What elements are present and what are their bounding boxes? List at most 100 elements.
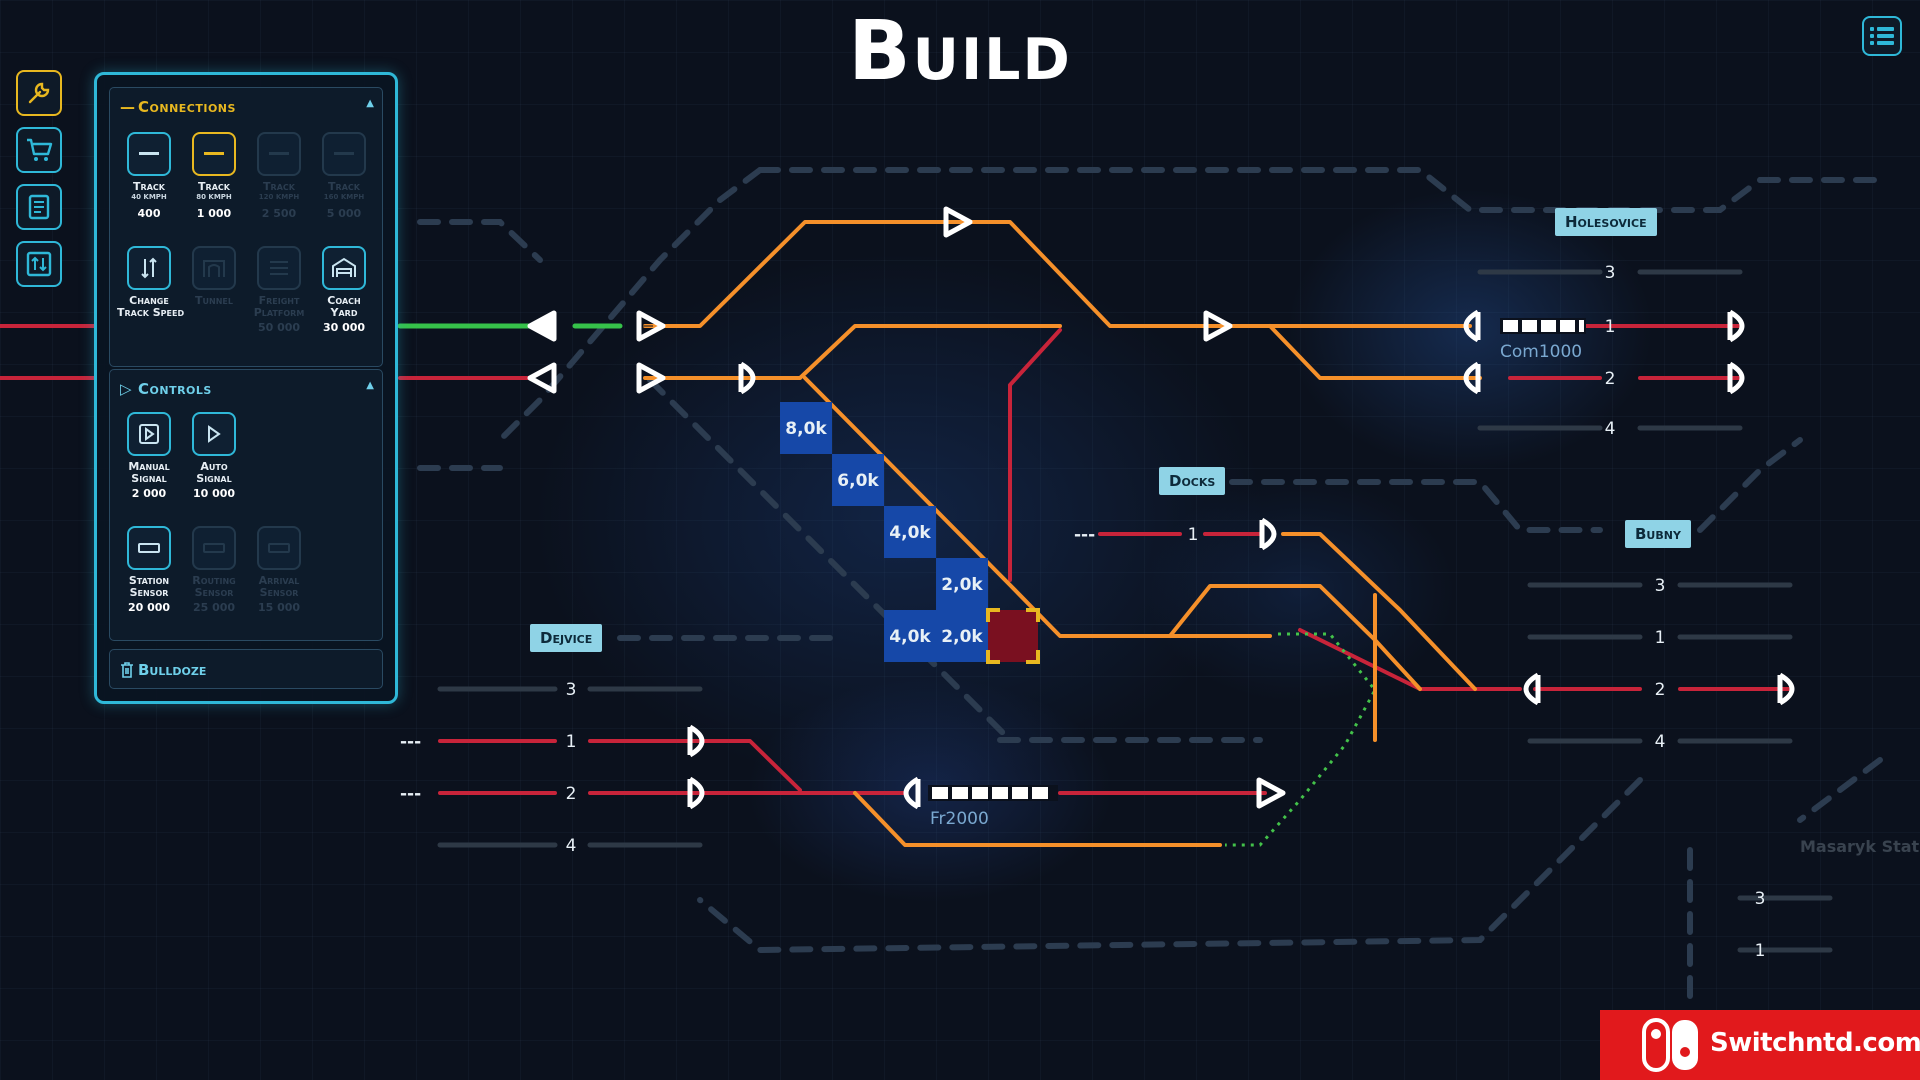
bulldoze-label: Bulldoze [138,661,207,679]
platform-number: 3 [1755,889,1766,909]
platform-number: 2 [1605,369,1616,389]
item-cost: 2 000 [131,487,167,500]
signal-right[interactable] [1256,777,1286,809]
region-outline [417,219,543,263]
watermark-text: Switchntd.com [1710,1028,1920,1058]
train-dejvice[interactable] [928,785,1058,801]
signal-right[interactable] [636,310,666,342]
train-holesovice[interactable] [1500,318,1586,334]
station-label-dejvice[interactable]: Dejvice [530,624,603,652]
build-panel: —Connections ▲ Track 40 KMPH 400 Track 8… [94,72,398,704]
routing-tool-button[interactable] [16,241,62,287]
platform-number: 1 [1605,317,1616,337]
platform-number: 1 [566,732,577,752]
platform-number: 3 [1605,263,1616,283]
build-tool-button[interactable] [16,70,62,116]
bulldoze-button[interactable]: Bulldoze [109,649,383,689]
item-label: Auto [200,460,228,473]
region-outline [757,167,1883,213]
routing-sensor-button[interactable]: Routing Sensor 25 000 [182,526,246,614]
cost-label: 4,0k [889,627,931,647]
schedule-tool-button[interactable] [16,184,62,230]
platform-track-inactive [1737,895,1833,953]
menu-button[interactable] [1862,16,1902,56]
buffer-stop[interactable] [1727,361,1745,395]
platform-number: 1 [1188,525,1199,545]
buffer-stop[interactable] [1463,361,1481,395]
chevron-up-icon[interactable]: ▲ [366,380,374,391]
chevron-up-icon[interactable]: ▲ [366,98,374,109]
buffer-stop[interactable] [1259,517,1277,551]
track-orange [643,220,1472,328]
buffer-stop[interactable] [687,776,705,810]
track-planned-dotted [1225,632,1377,847]
signal-right[interactable] [1203,310,1233,342]
track-orange [1168,584,1422,691]
cost-label: 6,0k [837,471,879,491]
item-label: Change [129,294,169,307]
item-cost: 400 [137,207,161,220]
buffer-stop[interactable] [1463,309,1481,343]
track-icon [139,152,159,155]
coach-yard-button[interactable]: Coach Yard 30 000 [312,246,376,334]
platform-number: 4 [566,836,577,856]
document-icon [28,194,50,220]
buffer-stop[interactable] [1777,672,1795,706]
console-logo-icon [1642,1018,1698,1072]
track-orange [853,791,1222,847]
freight-platform-button[interactable]: Freight Platform 50 000 [247,246,311,334]
tool-sidebar [16,70,62,298]
track-120-button[interactable]: Track 120 KMPH 2 500 [247,132,311,220]
station-label-bubny[interactable]: Bubny [1625,520,1691,548]
item-label-line2: Sensor [129,586,169,599]
shop-tool-button[interactable] [16,127,62,173]
station-sensor-button[interactable]: Station Sensor 20 000 [117,526,181,614]
tunnel-button[interactable]: Tunnel [182,246,246,307]
track-40-button[interactable]: Track 40 KMPH 400 [117,132,181,220]
arrival-sensor-button[interactable]: Arrival Sensor 15 000 [247,526,311,614]
region-outline [1697,437,1803,533]
coach-yard-icon [332,257,356,277]
station-label-holesovice[interactable]: Holesovice [1555,208,1657,236]
region-outline [647,377,1013,743]
signal-left[interactable] [527,362,557,394]
track-160-button[interactable]: Track 160 KMPH 5 000 [312,132,376,220]
change-track-speed-button[interactable]: Change Track Speed [117,246,184,319]
track-80-button[interactable]: Track 80 KMPH 1 000 [182,132,246,220]
track-stub-marker: --- [1074,525,1095,545]
buffer-stop[interactable] [903,776,921,810]
collapse-icon: — [120,98,136,116]
station-label-docks[interactable]: Docks [1159,467,1226,495]
build-cursor[interactable] [986,608,1040,664]
item-label-line2: Signal [131,472,167,485]
track-icon [269,152,289,155]
item-sublabel: 40 KMPH [131,193,167,201]
train-name: Com1000 [1500,342,1582,362]
track-stub-marker: --- [400,784,421,804]
signal-left[interactable] [527,310,557,342]
region-outline [1797,757,1883,823]
controls-header[interactable]: ▷Controls [120,380,212,398]
signal-right[interactable] [943,206,973,238]
platform-number: 1 [1755,941,1766,961]
item-cost: 10 000 [192,487,236,500]
buffer-stop[interactable] [1523,672,1541,706]
expand-icon: ▷ [120,380,133,398]
station-label-masaryk[interactable]: Masaryk Stati [1800,837,1920,856]
buffer-stop[interactable] [1727,309,1745,343]
track-red [1008,328,1062,582]
item-label: Manual [128,460,170,473]
buffer-stop[interactable] [687,724,705,758]
signal-right[interactable] [636,362,666,394]
auto-signal-button[interactable]: Auto Signal 10 000 [182,412,246,500]
track-red [1298,628,1422,691]
cost-grid [780,402,1040,664]
region-outline [497,167,763,443]
manual-signal-button[interactable]: Manual Signal 2 000 [117,412,181,500]
item-cost: 25 000 [192,601,236,614]
connections-header[interactable]: —Connections [120,98,236,116]
item-cost: 50 000 [257,321,301,334]
buffer-stop[interactable] [738,361,756,395]
item-label-line2: Signal [196,472,232,485]
